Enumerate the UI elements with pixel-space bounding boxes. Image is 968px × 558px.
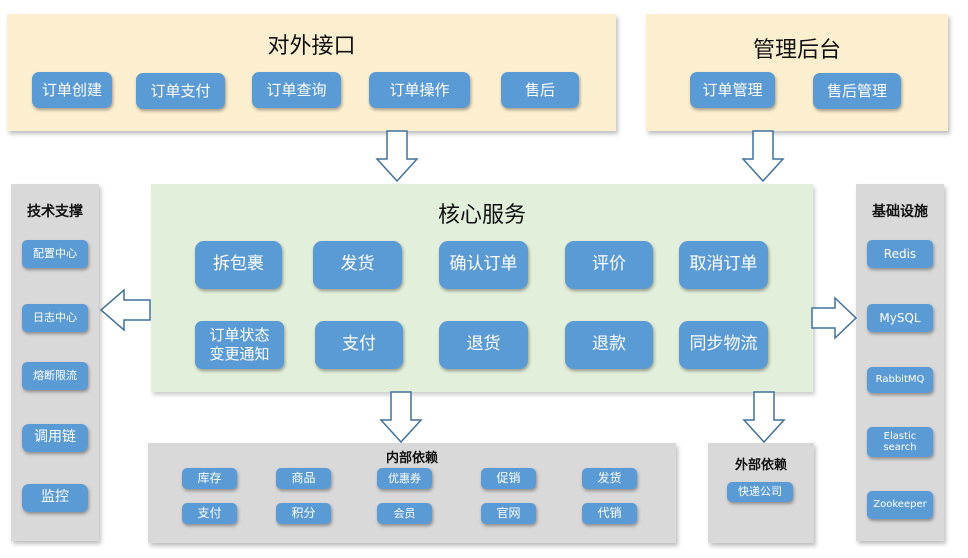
arrow-down-core-to-internal [379, 391, 423, 444]
core-sync-logistics[interactable]: 同步物流 [679, 321, 768, 369]
core-split-package[interactable]: 拆包裹 [195, 241, 282, 289]
infra-redis[interactable]: Redis [867, 240, 933, 268]
admin-order-management[interactable]: 订单管理 [690, 72, 775, 108]
arrow-right-core-to-infra [811, 296, 858, 340]
api-order-pay[interactable]: 订单支付 [136, 73, 225, 109]
arrow-down-admin-to-core [741, 130, 785, 183]
internal-official-site[interactable]: 官网 [481, 503, 536, 524]
core-confirm-order[interactable]: 确认订单 [439, 241, 528, 289]
internal-deps-title: 内部依赖 [385, 451, 438, 466]
infra-mysql[interactable]: MySQL [867, 304, 933, 332]
external-api-panel: 对外接口 订单创建 订单支付 订单查询 订单操作 售后 [7, 14, 616, 131]
tech-support-title: 技术支撑 [27, 204, 83, 220]
infra-elasticsearch-line2: search [883, 442, 917, 453]
external-courier[interactable]: 快递公司 [727, 482, 793, 502]
internal-consignment[interactable]: 代销 [582, 503, 637, 524]
internal-promotion[interactable]: 促销 [481, 468, 536, 489]
core-ship[interactable]: 发货 [313, 241, 402, 289]
internal-inventory[interactable]: 库存 [182, 468, 237, 489]
internal-member[interactable]: 会员 [377, 503, 432, 524]
core-service-panel: 核心服务 拆包裹 发货 确认订单 评价 取消订单 订单状态 变更通知 支付 退货… [151, 184, 813, 392]
api-order-operation[interactable]: 订单操作 [369, 72, 470, 108]
infra-zookeeper[interactable]: Zookeeper [867, 491, 933, 519]
tech-log-center[interactable]: 日志中心 [22, 304, 88, 332]
internal-product[interactable]: 商品 [276, 468, 331, 489]
tech-call-chain[interactable]: 调用链 [22, 424, 88, 452]
core-status-notify-line1: 订单状态 [209, 326, 270, 345]
core-refund[interactable]: 退款 [565, 321, 653, 369]
core-service-title: 核心服务 [437, 203, 526, 228]
tech-circuit-breaker[interactable]: 熔断限流 [22, 362, 88, 390]
arrow-down-api-to-core [375, 130, 419, 183]
tech-config-center[interactable]: 配置中心 [22, 240, 88, 268]
infra-rabbitmq[interactable]: RabbitMQ [867, 367, 933, 393]
internal-shipping[interactable]: 发货 [582, 468, 637, 489]
infrastructure-panel: 基础设施 Redis MySQL RabbitMQ Elastic search… [856, 184, 944, 541]
core-return-goods[interactable]: 退货 [439, 321, 528, 369]
admin-title: 管理后台 [752, 38, 841, 63]
internal-points[interactable]: 积分 [276, 503, 331, 524]
api-after-sales[interactable]: 售后 [501, 72, 579, 108]
admin-panel: 管理后台 订单管理 售后管理 [646, 14, 948, 131]
api-order-create[interactable]: 订单创建 [32, 72, 112, 108]
tech-monitoring[interactable]: 监控 [22, 484, 88, 512]
core-review[interactable]: 评价 [565, 241, 653, 289]
api-order-query[interactable]: 订单查询 [252, 72, 341, 108]
core-status-notify-line2: 变更通知 [209, 345, 270, 363]
core-pay[interactable]: 支付 [315, 321, 403, 369]
core-cancel-order[interactable]: 取消订单 [679, 241, 768, 289]
tech-support-panel: 技术支撑 配置中心 日志中心 熔断限流 调用链 监控 [11, 184, 99, 541]
external-api-title: 对外接口 [267, 34, 356, 59]
internal-deps-panel: 内部依赖 库存 商品 优惠券 促销 发货 支付 积分 会员 官网 代销 [148, 443, 676, 543]
arrow-down-core-to-external [742, 391, 786, 444]
internal-payment[interactable]: 支付 [182, 503, 237, 524]
infra-elasticsearch-line1: Elastic [883, 430, 917, 442]
core-status-notify[interactable]: 订单状态 变更通知 [195, 321, 284, 369]
infra-elasticsearch[interactable]: Elastic search [867, 427, 933, 457]
admin-after-sales-management[interactable]: 售后管理 [813, 73, 901, 109]
internal-coupon[interactable]: 优惠券 [377, 468, 432, 489]
external-deps-title: 外部依赖 [734, 458, 787, 473]
infrastructure-title: 基础设施 [872, 204, 928, 220]
external-deps-panel: 外部依赖 快递公司 [708, 443, 814, 543]
arrow-left-core-to-tech [99, 288, 151, 332]
